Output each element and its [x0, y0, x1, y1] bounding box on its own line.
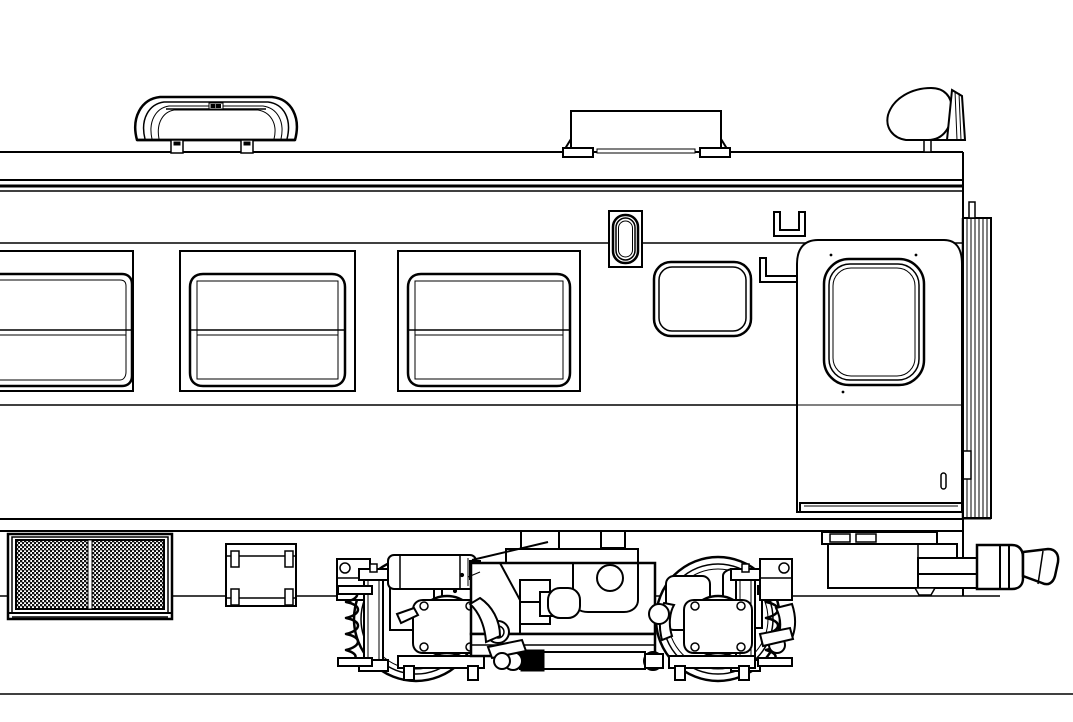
horn-stem [923, 139, 932, 153]
roof-box-foot-right [699, 147, 731, 158]
side-window [179, 250, 356, 392]
brake-shoe-left [468, 596, 502, 644]
roof-ventilator [134, 95, 298, 154]
rooftop-equipment-box [561, 110, 731, 158]
cant-rail-band [0, 179, 963, 192]
brake-disc-right [668, 594, 756, 681]
box-bracket [230, 588, 240, 606]
corrugation-top-stub [968, 201, 976, 219]
end-door-handle[interactable] [940, 472, 947, 490]
bogie-pullrods [471, 541, 549, 561]
box-bracket [230, 550, 240, 568]
box-bracket [284, 550, 294, 568]
yaw-damper [503, 649, 664, 672]
door-threshold [799, 502, 963, 513]
end-door[interactable] [796, 239, 963, 513]
end-door-window [822, 257, 926, 387]
end-corrugation-panel [962, 201, 992, 519]
side-window-group [0, 250, 581, 392]
traction-motor-left [387, 554, 477, 590]
bogie-bolster [469, 530, 657, 658]
roof-box-foot-left [562, 147, 594, 158]
brake-linkage-right [648, 601, 796, 654]
side-window [397, 250, 581, 392]
roof-horn-fairing [886, 86, 967, 153]
bogie-assembly [336, 530, 796, 683]
bolster-bore [596, 564, 624, 592]
corrugation-mid-bracket [962, 450, 972, 480]
oval-porthole-window [608, 210, 643, 268]
underframe-equipment-box [225, 543, 297, 607]
side-window [0, 250, 134, 392]
box-bracket [284, 588, 294, 606]
underframe-mesh-grille [6, 532, 174, 621]
coupler-assembly [821, 531, 1060, 596]
wall-bracket-upper [773, 211, 806, 237]
vestibule-square-window [652, 260, 753, 338]
